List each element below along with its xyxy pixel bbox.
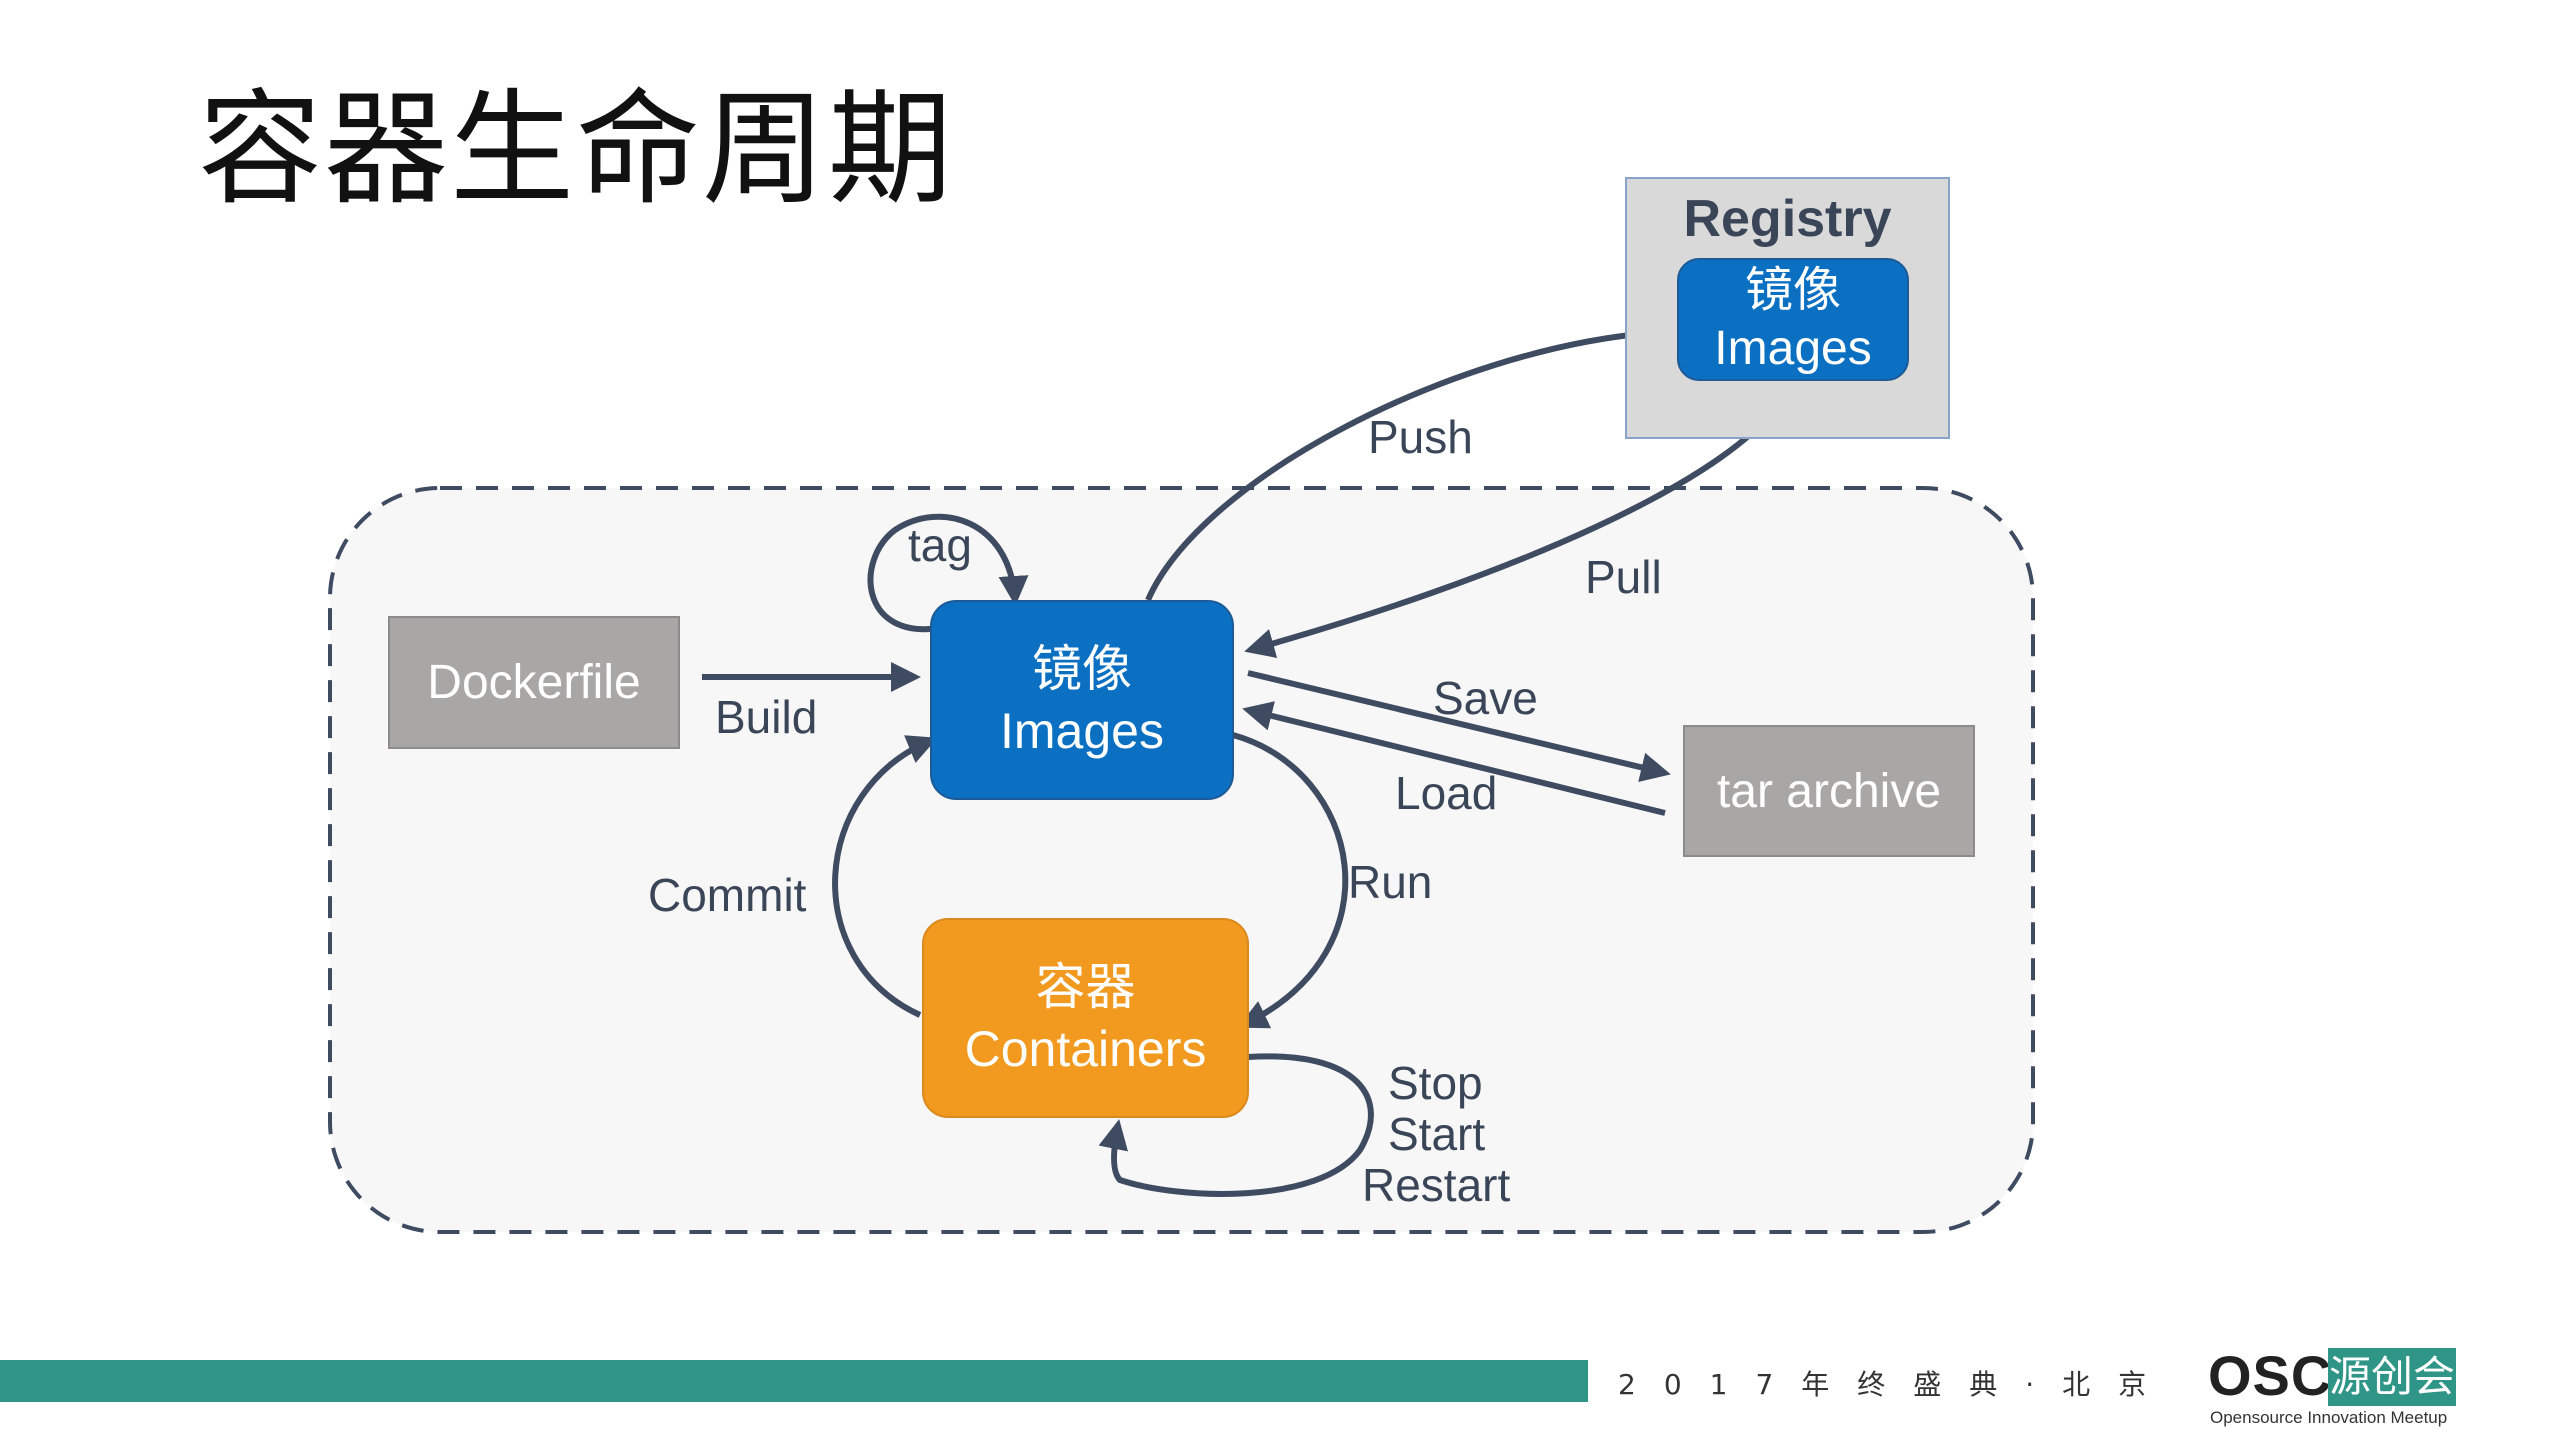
- restart-loop-arrow: [1098, 1053, 1374, 1197]
- start-label: Start: [1388, 1108, 1486, 1160]
- images-label-cn: 镜像: [1032, 640, 1132, 697]
- load-arrow: [1242, 701, 1666, 816]
- footer-bar: [0, 1360, 1588, 1402]
- commit-arrow: [832, 735, 938, 1018]
- logo-subtitle: Opensource Innovation Meetup: [2210, 1408, 2448, 1427]
- containers-node: 容器 Containers: [922, 918, 1249, 1118]
- logo-cn: 源创会: [2328, 1348, 2456, 1406]
- stop-label: Stop: [1388, 1057, 1483, 1109]
- run-arrow: [1232, 732, 1349, 1029]
- load-label: Load: [1395, 767, 1498, 819]
- containers-label-en: Containers: [964, 1021, 1207, 1077]
- tag-label: tag: [908, 519, 972, 571]
- logo-osc: OSC: [2208, 1344, 2333, 1407]
- restart-label: Restart: [1362, 1159, 1511, 1211]
- push-arrow: [1145, 320, 1656, 602]
- commit-label: Commit: [648, 869, 807, 921]
- page-title: 容器生命周期: [198, 78, 955, 222]
- build-label: Build: [715, 691, 818, 743]
- tar-archive-label: tar archive: [1716, 764, 1942, 818]
- images-node: 镜像 Images: [930, 600, 1234, 800]
- dockerfile-label: Dockerfile: [427, 656, 641, 709]
- push-label: Push: [1368, 411, 1473, 463]
- registry-images-label-en: Images: [1714, 321, 1872, 375]
- tar-archive-node: tar archive: [1683, 725, 1975, 857]
- footer-event-text: 2017年终盛典·北京: [1618, 1368, 2175, 1401]
- tag-loop-arrow: [867, 513, 1029, 633]
- save-label: Save: [1433, 672, 1538, 724]
- registry-title: Registry: [1683, 190, 1892, 248]
- images-label-en: Images: [1000, 703, 1164, 759]
- registry-images-label-cn: 镜像: [1744, 263, 1841, 317]
- dockerfile-node: Dockerfile: [388, 616, 680, 749]
- save-arrow: [1247, 670, 1671, 782]
- containers-label-cn: 容器: [1035, 958, 1136, 1015]
- run-label: Run: [1348, 856, 1433, 908]
- pull-label: Pull: [1585, 551, 1662, 603]
- registry-images-node: 镜像 Images: [1677, 258, 1909, 381]
